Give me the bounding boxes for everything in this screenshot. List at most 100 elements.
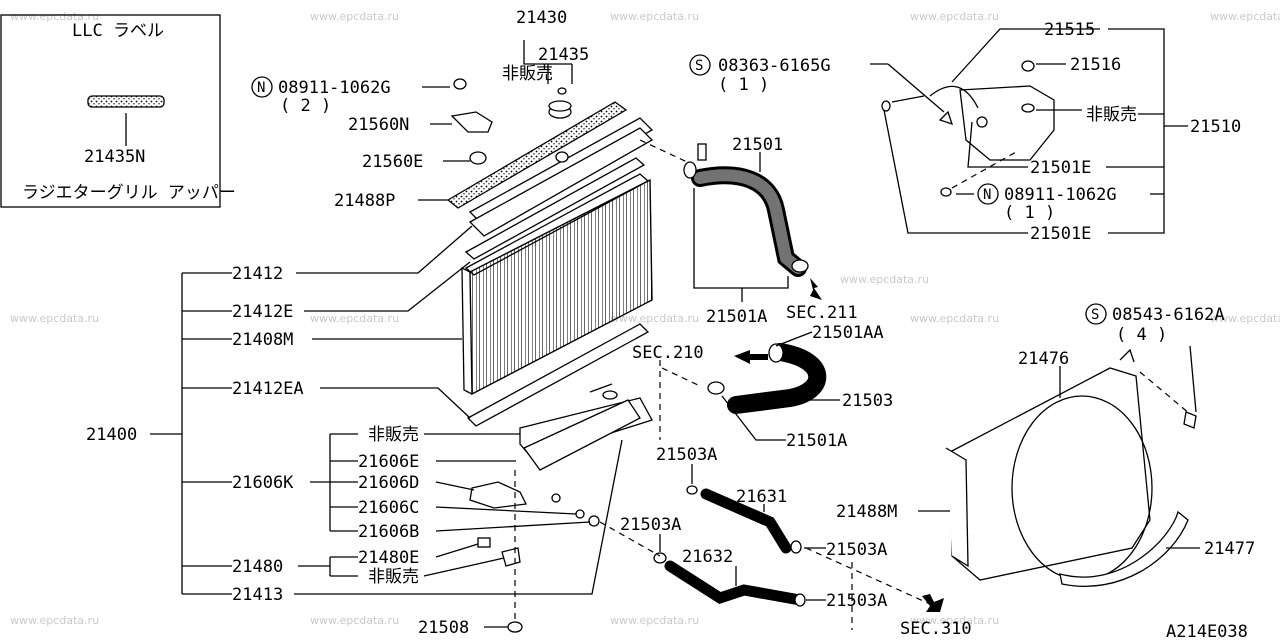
watermark-text: www.epcdata.ru: [610, 312, 699, 325]
screw-08363: [938, 110, 954, 126]
seal-21412ea: [466, 323, 650, 427]
svg-text:N: N: [257, 80, 265, 96]
label-21488m: 21488M: [836, 502, 897, 522]
label-21408m: 21408M: [232, 330, 293, 350]
label-21606d: 21606D: [358, 473, 419, 493]
bushing-21560e: [469, 151, 487, 165]
shroud-21476: [949, 367, 1151, 581]
label-21503: 21503: [842, 391, 893, 411]
prefix-circles: N S N S: [251, 54, 1107, 325]
drain-plug: [501, 547, 521, 567]
lower-hose: [659, 343, 827, 440]
watermark-text: www.epcdata.ru: [910, 614, 999, 627]
svg-text:N: N: [983, 187, 991, 203]
inset-part-number: 21435N: [84, 147, 145, 167]
bolt-08543: [1183, 411, 1197, 429]
label-21412ea: 21412EA: [232, 379, 304, 399]
label-21515: 21515: [1044, 20, 1095, 40]
label-21503a-1: 21503A: [656, 445, 717, 465]
label-hihanbai-low: 非販売: [368, 567, 419, 587]
watermark-text: www.epcdata.ru: [840, 273, 929, 286]
reservoir-21510: [959, 85, 1055, 161]
watermark-text: www.epcdata.ru: [910, 10, 999, 23]
label-08911-1062g-b: 08911-1062G: [1004, 185, 1117, 205]
label-21477: 21477: [1204, 539, 1255, 559]
radiator-assembly: [446, 78, 701, 633]
label-08543-6162a: 08543-6162A: [1112, 305, 1225, 325]
label-qty-4: ( 4 ): [1116, 325, 1167, 345]
llc-label-part: [87, 95, 165, 108]
watermark-text: www.epcdata.ru: [910, 312, 999, 325]
label-21501aa: 21501AA: [812, 323, 884, 343]
watermark-text: www.epcdata.ru: [310, 312, 399, 325]
label-qty-1-right: ( 1 ): [1004, 203, 1055, 223]
label-hihanbai-mid: 非販売: [368, 425, 419, 445]
label-08363-6165g: 08363-6165G: [718, 56, 831, 76]
label-21413: 21413: [232, 585, 283, 605]
label-21503a-2: 21503A: [620, 515, 681, 535]
label-21606c: 21606C: [358, 498, 419, 518]
n-prefix-circle: [251, 76, 273, 98]
label-21510: 21510: [1190, 117, 1241, 137]
n-prefix-circle: [977, 183, 999, 205]
label-21480e: 21480E: [358, 548, 419, 568]
upper-hose: [683, 143, 822, 300]
fan-shroud: [945, 348, 1197, 587]
watermark-text: www.epcdata.ru: [610, 10, 699, 23]
leader-lines: [150, 28, 1200, 628]
label-21430: 21430: [516, 8, 567, 28]
watermark-text: www.epcdata.ru: [10, 312, 99, 325]
drain-bracket: [469, 481, 527, 509]
label-21516: 21516: [1070, 55, 1121, 75]
label-sec211: SEC.211: [786, 303, 858, 323]
label-21400: 21400: [86, 425, 137, 445]
bracket-21560n: [450, 111, 493, 133]
label-08911-1062g-a: 08911-1062G: [278, 78, 391, 98]
inset-caption: ラジエターグリル アッパー: [22, 183, 236, 203]
label-sec210: SEC.210: [632, 343, 704, 363]
svg-text:S: S: [1091, 307, 1099, 323]
reservoir-tank: [881, 60, 1055, 197]
s-prefix-circle: [689, 54, 711, 76]
label-21503a-3: 21503A: [826, 540, 887, 560]
watermark-text: www.epcdata.ru: [1210, 312, 1280, 325]
label-hihanbai-right: 非販売: [1086, 105, 1137, 125]
watermark-text: www.epcdata.ru: [310, 10, 399, 23]
label-21480: 21480: [232, 557, 283, 577]
arrow-sec210: [734, 350, 768, 364]
llc-label-inset: LLC ラベル 21435N ラジエターグリル アッパー: [0, 14, 236, 208]
arrow-sec211: [810, 278, 822, 300]
s-prefix-circle: [1085, 303, 1107, 325]
label-21501a-top: 21501A: [706, 307, 767, 327]
watermark-text: www.epcdata.ru: [10, 614, 99, 627]
small-hoses: [599, 485, 944, 630]
label-21606b: 21606B: [358, 522, 419, 542]
label-qty-1-top: ( 1 ): [718, 75, 769, 95]
label-21606e: 21606E: [358, 452, 419, 472]
arrow-sec310: [922, 594, 944, 612]
drain-cock-21508: [507, 621, 523, 633]
shroud-lower-21477: [1059, 510, 1189, 587]
label-21631: 21631: [736, 487, 787, 507]
label-21412: 21412: [232, 264, 283, 284]
label-21560e: 21560E: [362, 152, 423, 172]
label-21501a-low: 21501A: [786, 431, 847, 451]
label-21488p: 21488P: [334, 191, 395, 211]
watermark-text: www.epcdata.ru: [310, 614, 399, 627]
watermark-text: www.epcdata.ru: [610, 614, 699, 627]
label-21501e-2: 21501E: [1030, 224, 1091, 244]
part-labels: 21430 21435 非販売 08911-1062G ( 2 ) 21560N…: [86, 8, 1255, 640]
label-21508: 21508: [418, 618, 469, 638]
svg-text:S: S: [695, 58, 703, 74]
watermark-text: www.epcdata.ru: [1210, 10, 1280, 23]
label-21435: 21435: [538, 45, 589, 65]
label-21412e: 21412E: [232, 302, 293, 322]
label-21560n: 21560N: [348, 115, 409, 135]
label-21501e-1: 21501E: [1030, 158, 1091, 178]
watermark-text: www.epcdata.ru: [10, 10, 99, 23]
label-21476: 21476: [1018, 349, 1069, 369]
label-21501: 21501: [732, 135, 783, 155]
diagram-code: A214E038: [1166, 622, 1248, 640]
